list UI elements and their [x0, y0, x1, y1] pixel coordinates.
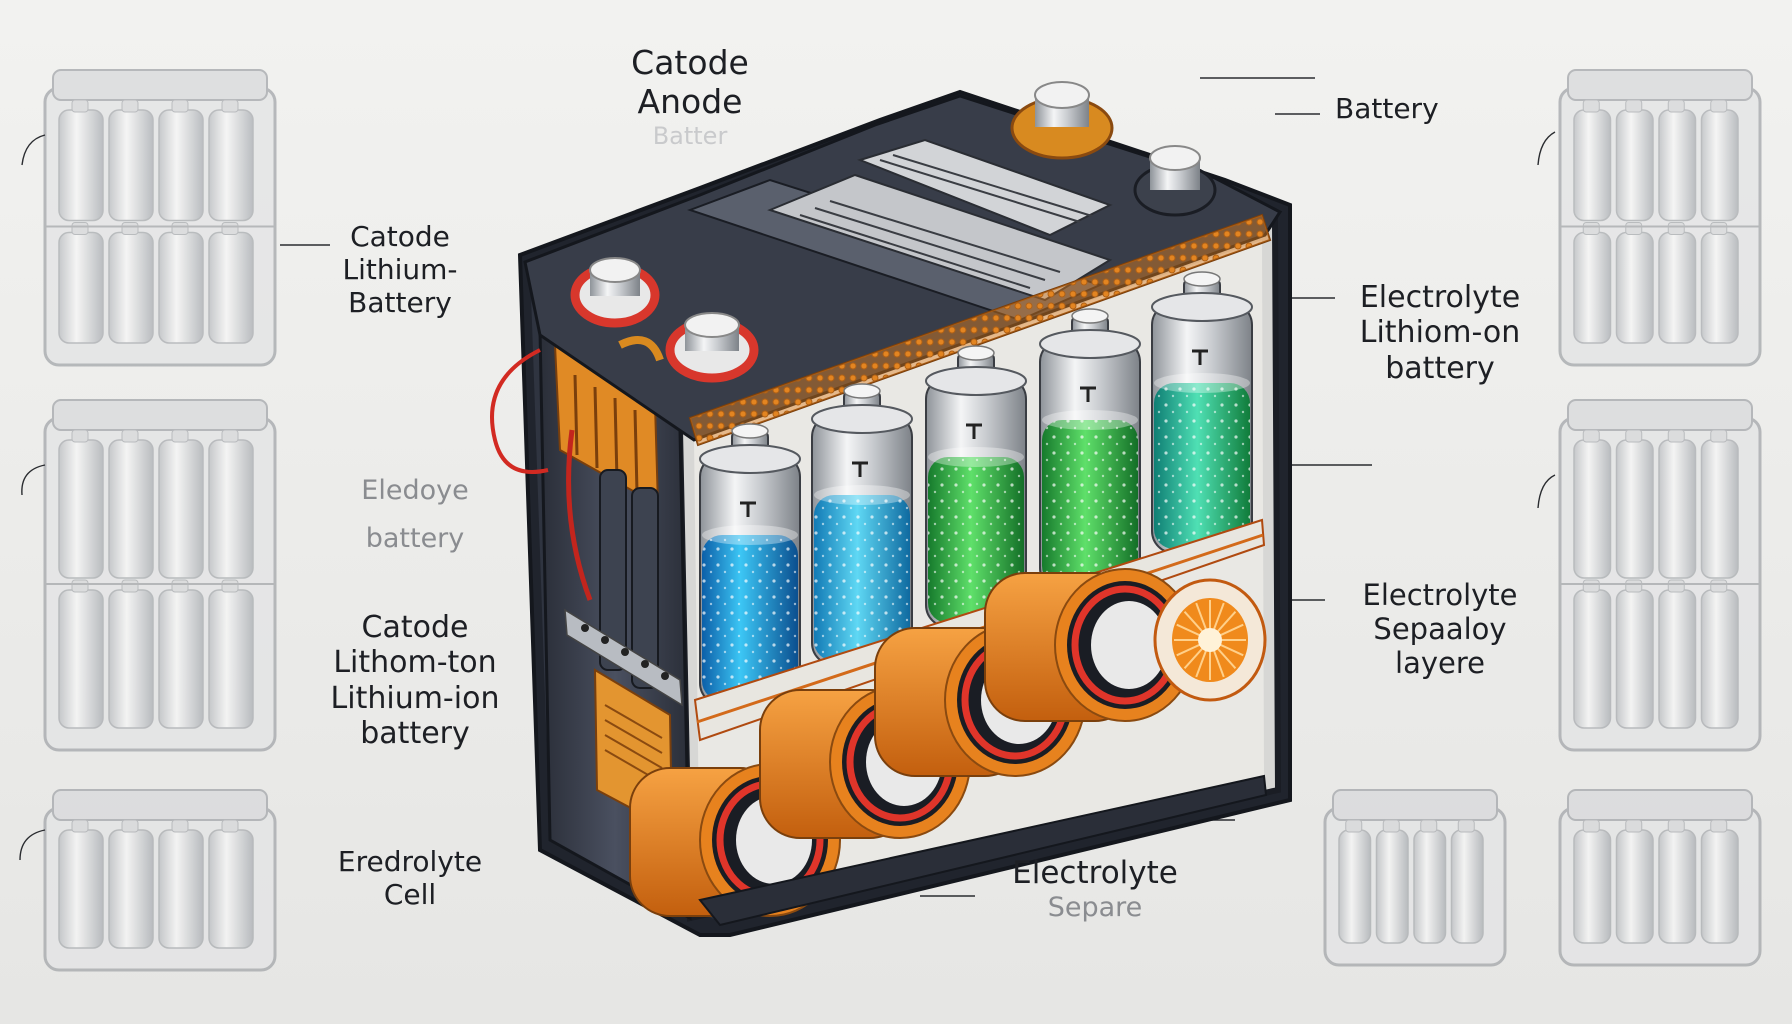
label-left-2-line1: Eledoye — [361, 475, 469, 506]
label-left-3: Catode Lithom-ton Lithium-ion battery — [320, 610, 510, 752]
label-right-1-line3: battery — [1385, 350, 1495, 386]
ghost-battery-pack — [1558, 69, 1762, 367]
upper-cell-row — [699, 271, 1253, 706]
label-right-1-line2: Lithiom-on — [1359, 315, 1521, 351]
label-left-4-line1: Eredrolyte — [337, 845, 483, 878]
label-top-right-line1: Battery — [1335, 92, 1439, 125]
label-right-2-line2: Sepaaloy — [1373, 612, 1507, 647]
label-top-center-line2: Anode — [637, 81, 743, 121]
label-left-1-line2: Lithium- — [342, 253, 458, 287]
terminal-gold — [1010, 81, 1114, 160]
label-top-center-line1: Catode — [631, 43, 749, 82]
label-right-2-line3: layere — [1395, 646, 1485, 681]
terminal-silver — [1133, 145, 1217, 217]
ghost-battery-pack — [1323, 789, 1507, 967]
label-left-1-line3: Battery — [348, 286, 452, 320]
terminal-red-1 — [570, 257, 660, 328]
label-left-2: Eledoye battery — [330, 475, 500, 555]
orange-core-cell — [1153, 578, 1267, 702]
label-right-1-line1: Electrolyte — [1359, 280, 1521, 315]
cell-green-2 — [1039, 308, 1141, 591]
label-bottom-center-line2: Separe — [1047, 891, 1143, 923]
ghost-battery-pack — [43, 789, 277, 972]
ghost-battery-pack — [1558, 399, 1762, 752]
orange-frame-band — [688, 213, 1272, 447]
background-battery-packs — [43, 69, 1762, 972]
terminals — [570, 81, 1217, 383]
label-left-3-line3: Lithium-ion — [330, 680, 500, 716]
label-left-3-line2: Lithom-ton — [333, 645, 497, 681]
label-top-center-line3: Batter — [652, 121, 728, 150]
label-left-1-line1: Catode — [350, 220, 450, 253]
label-bottom-center: Electrolyte Separe — [985, 855, 1205, 923]
label-right-1: Electrolyte Lithiom-on battery — [1340, 280, 1540, 386]
label-left-3-line4: battery — [360, 716, 470, 752]
label-left-3-line1: Catode — [361, 610, 469, 645]
cell-cyan — [811, 383, 913, 666]
cell-green-3 — [1151, 271, 1253, 554]
label-right-2: Electrolyte Sepaaloy layere — [1340, 578, 1540, 681]
label-bottom-center-line1: Electrolyte — [1012, 855, 1178, 891]
ghost-battery-pack — [43, 399, 277, 752]
label-plate — [767, 173, 1113, 302]
red-wire — [490, 348, 549, 474]
label-top-right: Battery — [1335, 92, 1439, 125]
ghost-battery-pack — [1558, 789, 1762, 967]
ghost-battery-pack — [43, 69, 277, 367]
lower-roll-row — [629, 568, 1267, 917]
label-top-center: Catode Anode Batter — [580, 43, 800, 150]
label-left-4-line2: Cell — [383, 878, 437, 912]
label-left-1: Catode Lithium- Battery — [320, 220, 480, 319]
label-left-4: Eredrolyte Cell — [315, 845, 505, 911]
terminal-red-2 — [665, 312, 759, 383]
label-right-2-line1: Electrolyte — [1362, 578, 1518, 612]
cell-blue — [699, 423, 801, 706]
label-left-2-line2: battery — [365, 522, 465, 554]
cell-roll — [984, 568, 1196, 722]
